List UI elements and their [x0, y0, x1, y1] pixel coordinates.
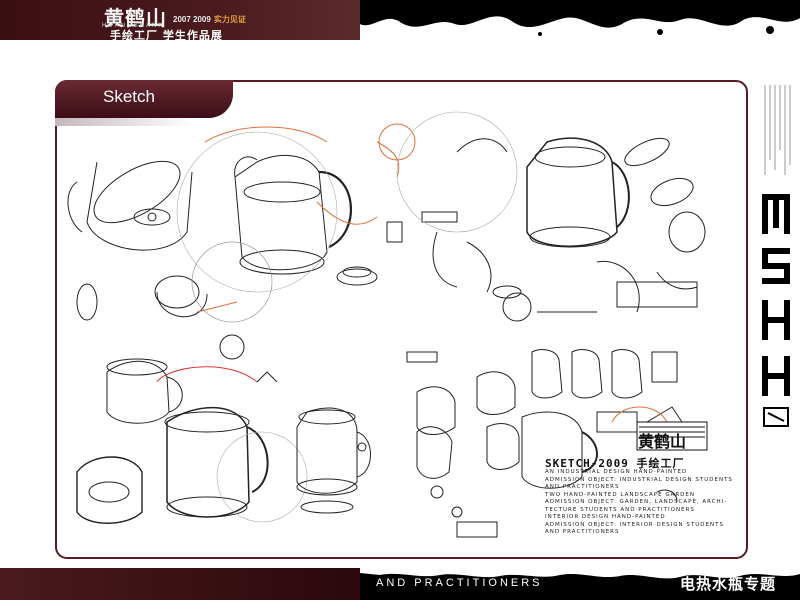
sketch-tab-label: Sketch: [103, 87, 155, 106]
years-highlight: 实力见证: [213, 15, 246, 24]
notes-line: ADMISSION OBJECT: INDUSTRIAL DESIGN STUD…: [545, 476, 733, 483]
notes-line: AN INDUSTRIAL DESIGN HAND-PAINTED: [545, 469, 688, 475]
ink-splash-footer: [360, 568, 800, 600]
kettle-sketches: [67, 111, 708, 538]
brand-logo: 黄鹤山: [104, 6, 167, 30]
footer-title: 电热水瓶专题: [680, 575, 777, 593]
sketch-mini-brand: 黄鹤山: [638, 432, 687, 451]
notes-line: INTERIOR DESIGN HAND-PAINTED: [545, 514, 666, 520]
sketch-caption: SKETCH-2009 手绘工厂: [545, 457, 685, 470]
sketch-tab: [55, 80, 233, 118]
sketch-group-bottom-right: [406, 349, 683, 538]
sketch-notes: AN INDUSTRIAL DESIGN HAND-PAINTED ADMISS…: [545, 469, 733, 537]
sketch-group-bottom-left: [76, 334, 371, 524]
tab-shadow: [55, 118, 195, 126]
footer-dark-area: [0, 568, 360, 600]
vertical-text-decoration: [764, 85, 791, 175]
header-brand-area: [0, 0, 360, 40]
sketch-brand-mark: [636, 421, 708, 451]
notes-line: TECTURE STUDENTS AND PRACTITIONERS: [545, 506, 695, 513]
sketch-group-top-right: [396, 111, 706, 322]
exhibition-title: 手绘工厂 学生作品展: [110, 29, 223, 42]
sketch-group-top-left: [67, 123, 416, 323]
hshm-vertical-logo: [762, 194, 790, 427]
brand-roman: HUANGSHANK: [102, 23, 165, 29]
notes-line: TWO HAND-PAINTED LANDSCAPE GARDEN: [545, 491, 695, 498]
notes-line: ADMISSION OBJECT: INTERIOR DESIGN STUDEN…: [545, 521, 724, 528]
notes-line: ADMISSION OBJECT: GARDEN, LANDSCAPE, ARC…: [545, 499, 728, 505]
footer-left-text: AND PRACTITIONERS: [376, 577, 543, 589]
notes-line: AND PRACTITIONERS: [545, 529, 620, 535]
years-text: 2007 2009: [173, 15, 211, 24]
notes-line: AND PRACTITIONERS: [545, 484, 620, 490]
ink-splash-decoration: [360, 0, 800, 40]
